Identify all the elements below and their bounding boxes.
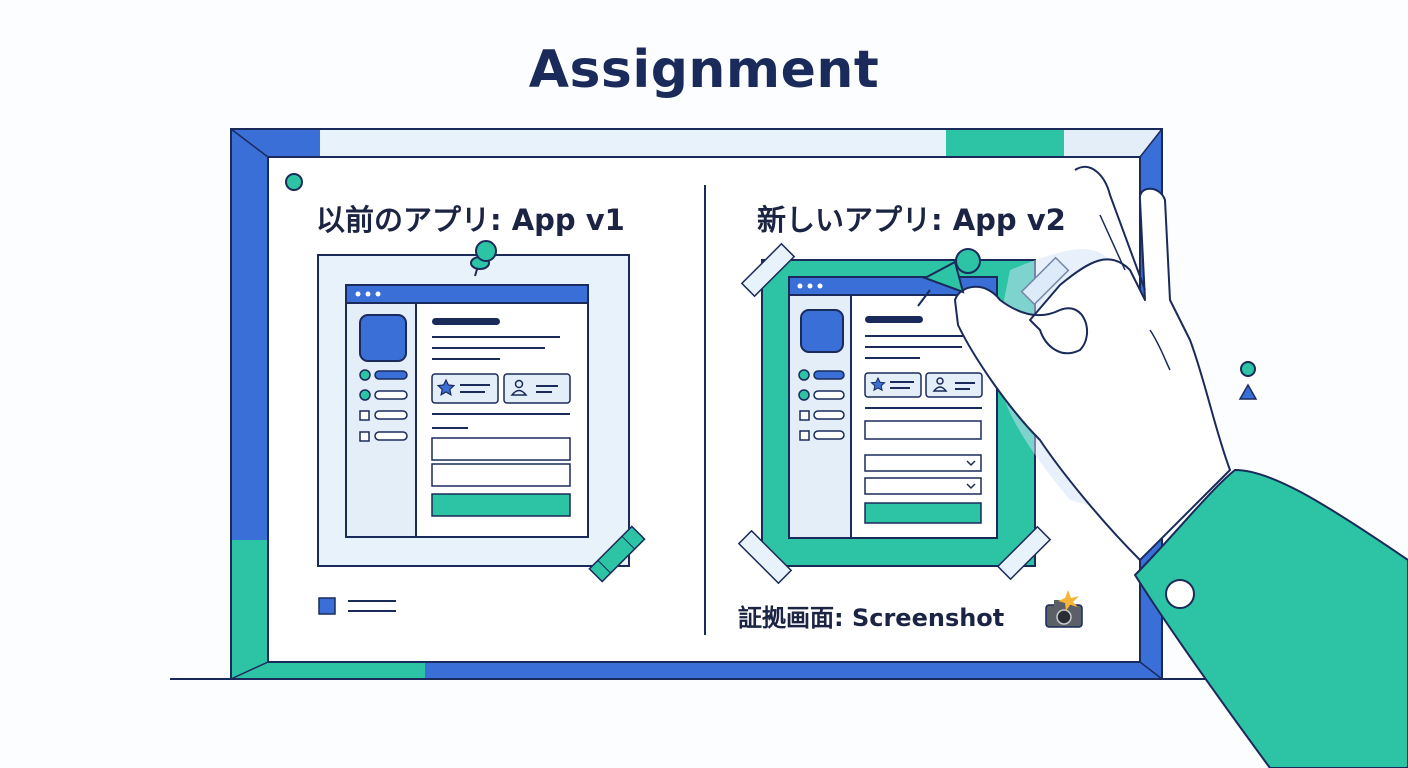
float-triangle [1238,383,1258,400]
tape-icon [740,242,796,298]
tape-icon [737,529,793,585]
old-app-card [317,254,630,567]
hand [954,165,1231,561]
old-app-label: 以前のアプリ: App v1 [316,203,625,237]
tape-icon [996,525,1052,581]
sleeve [1133,468,1408,768]
evidence-caption: 証拠画面: Screenshot [738,604,1005,632]
new-app-label: 新しいアプリ: App v2 [757,203,1066,237]
teal-dot [285,173,303,191]
page-title: Assignment [528,40,880,100]
float-dot [1240,361,1256,377]
camera-flash-icon [1045,590,1083,628]
sleeve-button [1165,579,1195,609]
legend-mark [318,597,396,615]
user-icon [510,379,528,396]
pin-icon [917,248,981,307]
tape-icon [588,525,646,583]
star-icon [436,378,456,396]
pin-icon [470,240,497,277]
